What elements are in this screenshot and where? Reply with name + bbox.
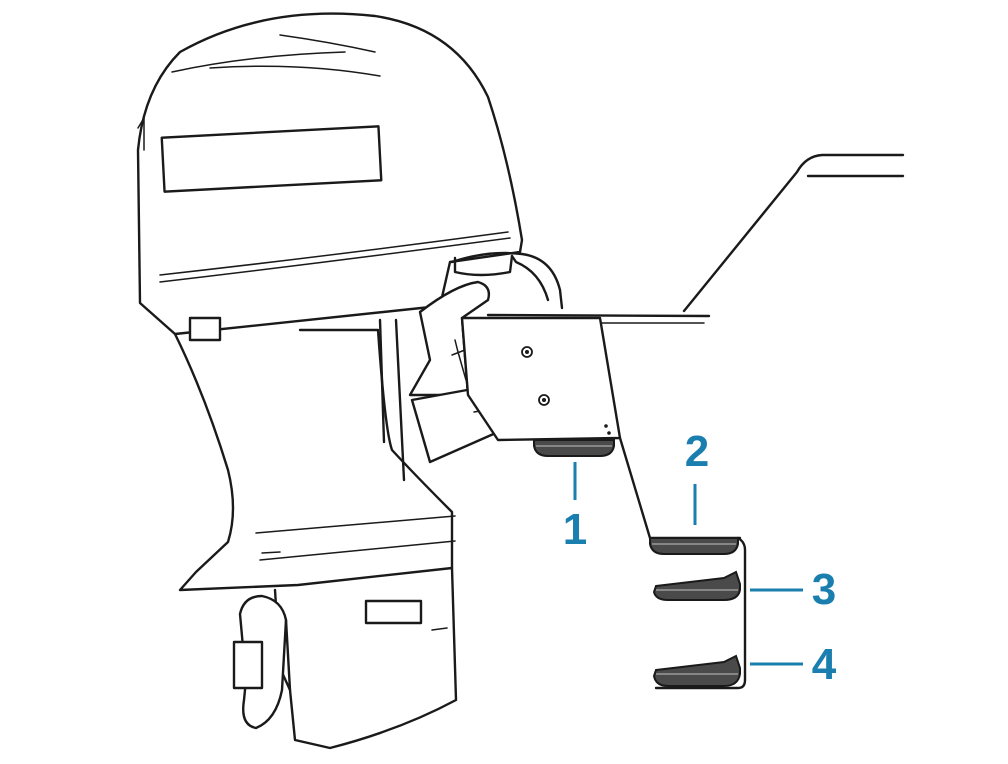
bolt [521, 346, 533, 358]
callout-4-label: 4 [812, 640, 837, 689]
callouts: 1 2 3 4 [563, 427, 837, 689]
mounting-plate [460, 316, 622, 442]
bolt [538, 394, 550, 406]
transducer-3 [652, 570, 741, 601]
boat-hull [486, 153, 905, 324]
propeller-hub [232, 640, 264, 690]
lower-unit-decal [364, 599, 423, 625]
transducer-1 [533, 439, 615, 457]
callout-2-label: 2 [685, 427, 709, 476]
outboard-motor [136, 12, 564, 750]
callout-3-label: 3 [812, 565, 836, 614]
transducer-pole [654, 536, 747, 690]
transducer-2 [649, 537, 739, 555]
cowling-decal [160, 125, 383, 193]
callout-1-label: 1 [563, 505, 587, 554]
cowling-badge [188, 316, 222, 342]
transducer-4 [652, 654, 741, 687]
